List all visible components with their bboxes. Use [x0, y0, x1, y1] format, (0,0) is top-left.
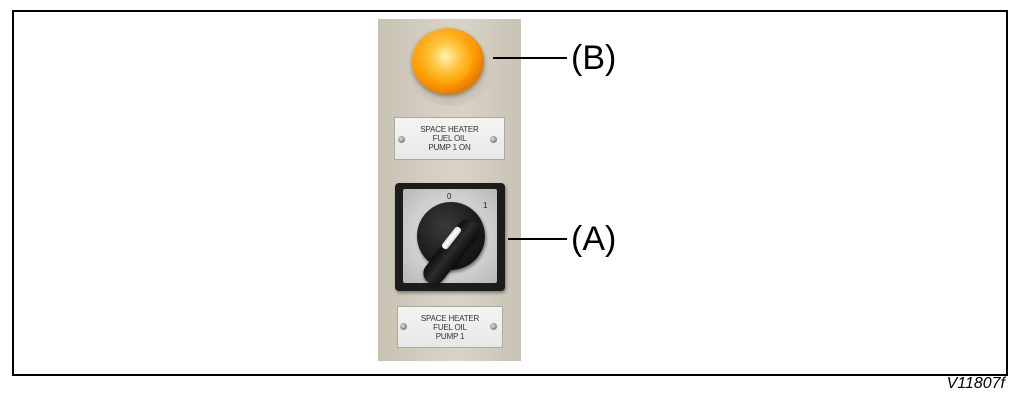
indicator-lamp-lens: [424, 38, 472, 84]
switch-label-line-1: SPACE HEATER: [420, 313, 480, 323]
callout-a-leader-line: [508, 238, 567, 240]
callout-b-label: (B): [571, 39, 617, 77]
screw-icon: [490, 323, 497, 330]
lamp-label-line-1: SPACE HEATER: [420, 125, 479, 134]
screw-icon: [400, 323, 407, 330]
switch-label-line-3: PUMP 1: [435, 331, 465, 341]
figure-id: V11807f: [946, 375, 1005, 392]
callout-b-leader-line: [493, 57, 567, 59]
switch-label-plate: SPACE HEATER FUEL OIL PUMP 1: [397, 306, 503, 348]
screw-icon: [398, 136, 405, 143]
callout-a-label: (A): [571, 220, 617, 258]
switch-mark-off: 0: [447, 192, 452, 201]
switch-label-line-2: FUEL OIL: [433, 322, 467, 332]
screw-icon: [490, 136, 497, 143]
lamp-label-line-2: FUEL OIL: [432, 134, 467, 143]
lamp-label-plate: SPACE HEATER FUEL OIL PUMP 1 ON: [394, 117, 505, 160]
switch-mark-on: 1: [483, 201, 488, 210]
lamp-label-line-3: PUMP 1 ON: [428, 143, 471, 152]
